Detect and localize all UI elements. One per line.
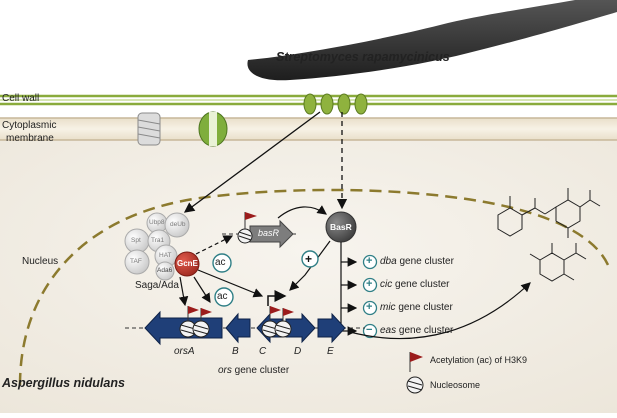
gene-label-c: C — [259, 346, 267, 357]
basr-acetyl-flag — [244, 212, 257, 229]
membrane-channel-protein — [198, 111, 228, 147]
gene-label-b: B — [232, 346, 239, 357]
legend-acetylation-label: Acetylation (ac) of H3K9 — [430, 355, 528, 365]
cell-wall-channels — [303, 93, 368, 115]
nucleus-label: Nucleus — [22, 256, 59, 267]
ors-acetyl-flags — [187, 306, 294, 321]
target-eas: eas gene cluster — [380, 325, 453, 336]
target-dba-suffix: gene cluster — [396, 256, 454, 267]
target-eas-suffix: gene cluster — [396, 325, 454, 336]
target-dba: dba gene cluster — [380, 256, 454, 267]
membrane-label-line2: membrane — [6, 133, 54, 144]
ac-mark-basr — [212, 253, 232, 273]
legend-acetyl-flag — [409, 352, 423, 372]
basr-nucleosome — [237, 228, 253, 244]
bacterium-name: Streptomyces rapamycinicus — [276, 50, 450, 64]
ors-nucleosomes — [179, 320, 292, 338]
saga-subunit-tra1: Tra1 — [151, 237, 165, 244]
gcne-down-arrow — [193, 276, 211, 304]
basr-plus-label: + — [305, 252, 313, 266]
saga-ada-label: Saga/Ada — [135, 280, 179, 291]
target-mic: mic gene cluster — [380, 302, 453, 313]
target-sign-mic: + — [366, 301, 373, 313]
saga-subunit-taf: TAF — [130, 258, 142, 265]
membrane-label-line1: Cytoplasmic — [2, 120, 57, 131]
saga-subunit-hat: HAT — [159, 252, 172, 259]
ac-label-basr: ac — [215, 257, 226, 268]
bacterium-shape — [247, 0, 617, 81]
saga-subunit-ubp8: Ubp8 — [149, 219, 165, 226]
fungal-cell — [0, 140, 617, 413]
target-sign-cic: + — [366, 278, 373, 290]
gene-label-e: E — [327, 346, 334, 357]
membrane-coil-protein — [137, 112, 161, 146]
target-sign-eas: − — [366, 324, 373, 336]
saga-subunit-spt: Spt — [131, 237, 141, 244]
ors-cluster-label: ors gene cluster — [218, 365, 289, 376]
basr-target-bracket — [340, 242, 358, 336]
target-dba-gene: dba — [380, 256, 397, 267]
target-mic-gene: mic — [380, 302, 396, 313]
basr-plus-mark — [301, 250, 319, 268]
basr-to-promoter-arrow — [289, 240, 331, 291]
signal-arrow-solid — [183, 111, 321, 213]
gcne-to-promoter-arrow — [197, 269, 264, 298]
basr-translation-arrow — [277, 205, 327, 219]
fungus-name: Aspergillus nidulans — [2, 376, 125, 390]
legend-nucleosome — [406, 376, 424, 394]
ors-cluster-gene: ors — [218, 365, 232, 376]
ors-cluster-suffix: gene cluster — [231, 365, 290, 376]
cell-wall-label: Cell wall — [2, 93, 40, 104]
gene-label-d: D — [294, 346, 302, 357]
gcne-label: GcnE — [177, 259, 198, 268]
export-arrow — [349, 282, 531, 340]
gcne-to-orsa-arrow — [178, 276, 189, 307]
promoter-arrow — [267, 290, 287, 306]
orsellinic-acid-structure — [529, 243, 587, 282]
basr-gene-arrow — [249, 219, 294, 249]
legend-nucleosome-label: Nucleosome — [430, 380, 481, 390]
target-sign-dba: + — [366, 255, 373, 267]
target-cic-gene: cic — [380, 279, 393, 290]
target-cic: cic gene cluster — [380, 279, 450, 290]
target-sign-circles — [362, 254, 378, 339]
ac-mark-ors — [214, 287, 234, 307]
target-cic-suffix: gene cluster — [392, 279, 450, 290]
saga-subunit-ada6: Ada6 — [157, 267, 173, 274]
ac-label-ors: ac — [217, 291, 228, 302]
nucleus-envelope — [18, 188, 612, 386]
target-eas-gene: eas — [380, 325, 397, 336]
orsellinic-acid-derivative-structure — [497, 188, 601, 238]
saga-subunit-deub: deUb — [170, 221, 186, 228]
basr-protein-label: BasR — [330, 222, 352, 232]
target-mic-suffix: gene cluster — [395, 302, 453, 313]
saga-complex — [124, 212, 200, 281]
basr-gene-label: basR — [258, 228, 280, 238]
gene-label-orsa: orsA — [174, 346, 195, 357]
